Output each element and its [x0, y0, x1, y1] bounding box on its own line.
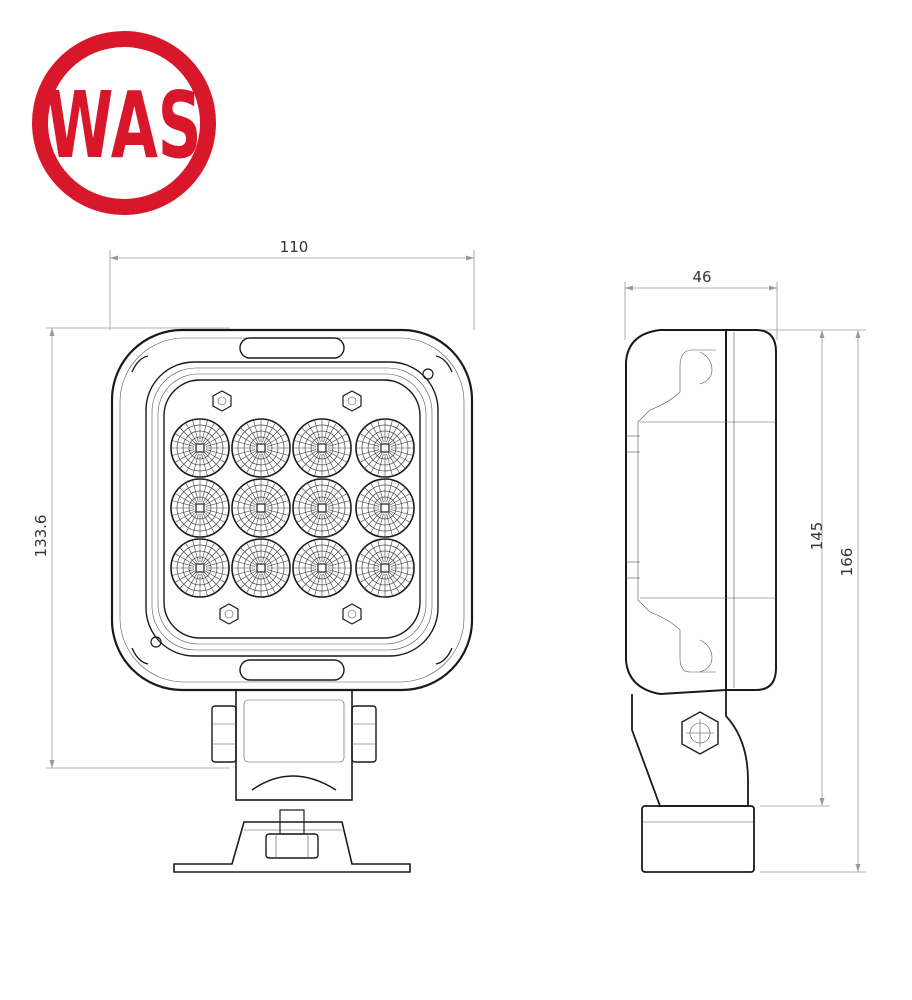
led-reflector [170, 538, 230, 598]
front-view [110, 328, 474, 873]
side-total-height-dimension: 166 [760, 329, 866, 873]
side-total-height-label: 166 [838, 548, 856, 577]
led-reflector [355, 478, 415, 538]
led-reflector [355, 418, 415, 478]
led-grid [170, 418, 415, 598]
front-width-dimension: 110 [109, 238, 475, 330]
logo-text: WAS [46, 73, 201, 179]
side-depth-label: 46 [692, 268, 711, 286]
side-view [625, 329, 777, 873]
led-reflector [355, 538, 415, 598]
led-reflector [292, 538, 352, 598]
led-reflector [170, 418, 230, 478]
led-reflector [170, 478, 230, 538]
led-reflector [292, 478, 352, 538]
led-reflector [292, 418, 352, 478]
front-height-label: 133.6 [32, 515, 50, 558]
was-logo: WAS [32, 31, 216, 215]
led-reflector [231, 478, 291, 538]
side-body-height-label: 145 [808, 522, 826, 551]
led-reflector [231, 418, 291, 478]
front-bracket [173, 689, 411, 873]
lens-bolts [212, 390, 362, 625]
front-height-dimension: 133.6 [32, 327, 230, 769]
led-reflector [231, 538, 291, 598]
side-body-height-dimension: 145 [760, 329, 830, 807]
front-width-label: 110 [280, 238, 309, 256]
